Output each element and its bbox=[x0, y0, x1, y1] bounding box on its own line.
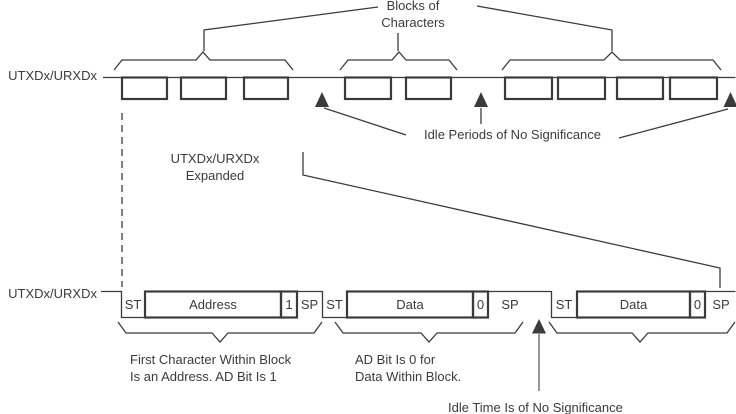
character-box bbox=[503, 76, 554, 101]
waveform-sp2-st3 bbox=[488, 290, 577, 319]
idle-periods-caption: Idle Periods of No Significance bbox=[423, 127, 602, 142]
bottom-signal-label: UTXDx/URXDx bbox=[8, 286, 97, 301]
frame1-address-label: Address bbox=[189, 297, 237, 312]
character-box bbox=[556, 76, 607, 101]
first-character-underbrace bbox=[117, 321, 323, 343]
blocks-leader-left bbox=[203, 6, 379, 51]
bit-field-boxes bbox=[143, 290, 707, 319]
ad-bit-caption: AD Bit Is 0 for Data Within Block. bbox=[355, 351, 461, 385]
idle-leader-right bbox=[618, 108, 729, 139]
ad-bit-caption-line1: AD Bit Is 0 for bbox=[355, 352, 436, 367]
idle-arrow-icon bbox=[723, 92, 736, 107]
third-frame-underbrace bbox=[548, 321, 736, 343]
waveform-sp1-st2 bbox=[297, 290, 347, 319]
idle-arrow-icon bbox=[315, 92, 329, 107]
ad-bit-box bbox=[471, 290, 490, 319]
frame2-stop-bit-label: SP bbox=[501, 297, 519, 312]
frame2-start-bit-label: ST bbox=[326, 297, 343, 312]
character-box bbox=[615, 76, 665, 101]
idle-arrow-icon bbox=[474, 92, 488, 107]
blocks-of-characters-caption: Blocks of Characters bbox=[353, 0, 473, 31]
idle-time-arrow-icon bbox=[532, 319, 546, 334]
first-character-caption-line1: First Character Within Block bbox=[130, 352, 292, 367]
character-box bbox=[179, 76, 228, 101]
idle-arrows bbox=[315, 92, 736, 334]
ad-bit-box bbox=[688, 290, 707, 319]
ad-bit-caption-line2: Data Within Block. bbox=[355, 369, 462, 384]
expansion-leader-line bbox=[302, 152, 721, 288]
frame1-start-bit-label: ST bbox=[124, 297, 142, 312]
frame2-ad-bit-label: 0 bbox=[476, 297, 485, 312]
character-box bbox=[668, 76, 719, 101]
blocks-caption-line1: Blocks of bbox=[386, 0, 440, 13]
first-character-caption-line2: Is an Address. AD Bit Is 1 bbox=[130, 369, 277, 384]
character-box bbox=[404, 76, 453, 101]
block-2-brace bbox=[339, 51, 458, 71]
frame3-data-label: Data bbox=[619, 297, 648, 312]
block-3-brace bbox=[501, 51, 722, 71]
ad-bit-underbrace bbox=[334, 321, 524, 343]
top-signal-label: UTXDx/URXDx bbox=[8, 68, 97, 83]
blocks-leader-right bbox=[476, 5, 613, 51]
expanded-caption-line1: UTXDx/URXDx bbox=[170, 151, 260, 166]
waveform-start-st1 bbox=[101, 290, 145, 319]
frame1-ad-bit-label: 1 bbox=[285, 297, 293, 312]
character-boxes bbox=[120, 76, 719, 101]
thin-lines bbox=[101, 5, 736, 343]
ad-bit-box bbox=[279, 290, 299, 319]
block-1-brace bbox=[113, 51, 294, 71]
blocks-caption-line2: Characters bbox=[381, 15, 445, 30]
expanded-caption-line2: Expanded bbox=[185, 168, 245, 183]
character-box bbox=[242, 76, 290, 101]
character-box bbox=[343, 76, 393, 101]
frame3-start-bit-label: ST bbox=[555, 297, 573, 312]
idle-leader-left bbox=[323, 107, 407, 136]
idle-time-caption: Idle Time Is of No Significance bbox=[448, 400, 623, 414]
first-character-caption: First Character Within Block Is an Addre… bbox=[130, 351, 291, 385]
character-box bbox=[120, 76, 169, 101]
frame2-data-label: Data bbox=[396, 297, 424, 312]
frame1-stop-bit-label: SP bbox=[300, 297, 319, 312]
frame3-ad-bit-label: 0 bbox=[693, 297, 702, 312]
expanded-caption: UTXDx/URXDx Expanded bbox=[145, 150, 285, 184]
frame3-stop-bit-label: SP bbox=[712, 297, 730, 312]
